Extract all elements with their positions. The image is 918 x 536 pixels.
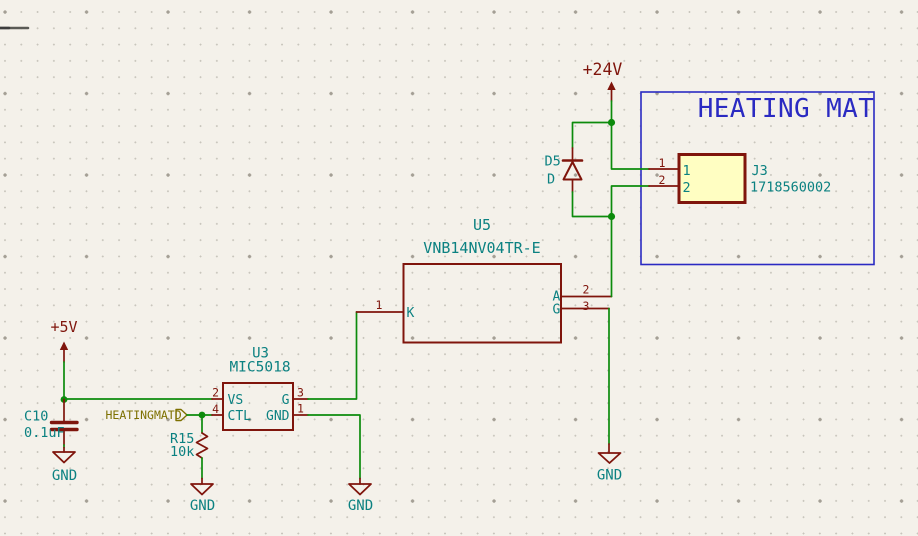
u5-value[interactable]: VNB14NV04TR-E xyxy=(423,239,540,257)
u3-pin-num-3[interactable]: 3 xyxy=(297,386,304,400)
u3-value[interactable]: MIC5018 xyxy=(229,360,290,376)
gnd-r15-symbol[interactable] xyxy=(190,483,214,496)
wire-d5-anode-to-junction[interactable] xyxy=(571,191,613,218)
u5-pin-num-3[interactable]: 3 xyxy=(583,299,590,313)
u5-pin-name-g[interactable]: G xyxy=(553,303,561,318)
u5-ref[interactable]: U5 xyxy=(473,216,491,234)
wire-u3g-to-u5k[interactable] xyxy=(307,311,358,400)
hier-label-heatingmatd[interactable]: HEATINGMATD xyxy=(106,408,182,422)
u5-body[interactable] xyxy=(402,263,562,344)
j3-value[interactable]: 1718560002 xyxy=(750,180,831,196)
u5-pin-name-a[interactable]: A xyxy=(553,290,561,305)
u3-pin-num-2[interactable]: 2 xyxy=(212,386,219,400)
u3-pin-name-gnd[interactable]: GND xyxy=(266,409,290,424)
d5-value[interactable]: D xyxy=(547,172,555,188)
wire-24v-to-j3pin1[interactable] xyxy=(610,121,650,170)
j3-body[interactable] xyxy=(677,153,747,204)
gnd-u3-symbol[interactable] xyxy=(348,483,372,496)
c10-value[interactable]: 0.1uF xyxy=(24,425,65,441)
u3-body[interactable] xyxy=(222,382,294,431)
gnd-r15-label[interactable]: GND xyxy=(190,498,215,514)
wire-24v-to-d5-cathode[interactable] xyxy=(571,121,613,149)
j3-pin-name-2[interactable]: 2 xyxy=(683,180,691,196)
gnd-u3-label[interactable]: GND xyxy=(348,498,373,514)
heating-mat-graphic-box[interactable] xyxy=(640,91,875,266)
power-label-5v[interactable]: +5V xyxy=(50,318,77,336)
d5-triangle[interactable] xyxy=(562,161,583,181)
u3-pin-name-g[interactable]: G xyxy=(282,393,290,408)
d5-ref[interactable]: D5 xyxy=(545,154,561,170)
r15-value[interactable]: 10k xyxy=(170,444,194,460)
u5-pin-num-2[interactable]: 2 xyxy=(583,283,590,297)
u3-pin-name-vs[interactable]: VS xyxy=(228,393,244,408)
gnd-c10-label[interactable]: GND xyxy=(52,468,77,484)
power-label-24v[interactable]: +24V xyxy=(583,60,623,79)
u5-pin-name-k[interactable]: K xyxy=(407,306,415,321)
j3-pin-name-1[interactable]: 1 xyxy=(683,163,691,179)
j3-pin-num-2[interactable]: 2 xyxy=(659,173,666,187)
c10-ref[interactable]: C10 xyxy=(24,409,48,425)
r15-ref[interactable]: R15 xyxy=(170,431,194,447)
heating-mat-title[interactable]: HEATING MAT xyxy=(698,94,875,124)
u3-pin-num-4[interactable]: 4 xyxy=(212,402,219,416)
u3-ref[interactable]: U3 xyxy=(252,346,269,362)
gnd-u5-label[interactable]: GND xyxy=(597,468,622,484)
hier-label-shape[interactable] xyxy=(175,408,188,422)
j3-ref[interactable]: J3 xyxy=(752,163,768,179)
gnd-u5-symbol[interactable] xyxy=(597,452,622,464)
r15-zigzag[interactable] xyxy=(195,432,209,459)
power-arrow-5v[interactable] xyxy=(59,341,69,351)
power-arrow-24v[interactable] xyxy=(607,81,616,91)
u3-pin-name-ctl[interactable]: CTL xyxy=(228,409,252,424)
j3-pin-num-1[interactable]: 1 xyxy=(659,156,666,170)
gnd-c10-symbol[interactable] xyxy=(52,451,76,464)
u3-pin-num-1[interactable]: 1 xyxy=(297,402,304,416)
u5-pin-num-1[interactable]: 1 xyxy=(376,298,383,312)
wire-u3gnd-to-gnd[interactable] xyxy=(307,414,361,480)
wire-j3pin2-to-junction[interactable] xyxy=(610,185,650,218)
